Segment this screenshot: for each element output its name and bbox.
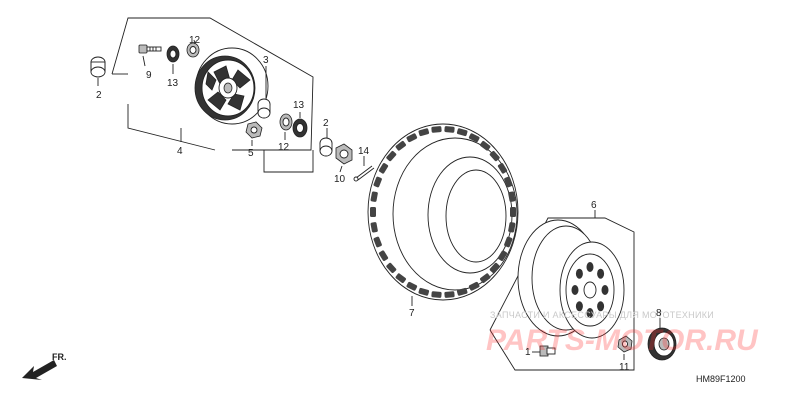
wheel-hub[interactable]	[180, 47, 269, 142]
callout-11: 11	[619, 362, 630, 373]
tread-block	[386, 151, 397, 162]
tread-block	[480, 273, 491, 284]
tread-block	[378, 163, 389, 174]
tread-block	[431, 126, 442, 133]
tread-block	[444, 291, 455, 298]
rim-hole	[601, 285, 609, 295]
tire[interactable]	[367, 123, 519, 306]
tread-block	[497, 250, 508, 261]
callout-4: 4	[177, 146, 183, 157]
tread-block	[395, 140, 406, 151]
tread-block	[504, 236, 513, 248]
callout-14: 14	[358, 146, 370, 157]
rim-hole	[597, 301, 605, 312]
tread-block	[468, 281, 480, 291]
tread-block	[508, 222, 516, 233]
tread-block	[489, 151, 500, 162]
tread-block	[406, 281, 418, 291]
rim-hole	[575, 301, 583, 312]
hub-nut[interactable]	[245, 121, 263, 146]
callout-1: 1	[525, 347, 531, 358]
seal-right[interactable]	[292, 112, 308, 138]
tread-block	[497, 163, 508, 174]
callout-6: 6	[591, 200, 597, 211]
tread-block	[480, 140, 491, 151]
callout-7: 7	[409, 308, 415, 319]
bearing-left[interactable]	[186, 39, 200, 58]
tread-block	[373, 176, 382, 188]
castle-nut[interactable]	[335, 143, 353, 173]
rim-hole	[571, 285, 579, 295]
callout-2-right: 2	[323, 118, 329, 129]
cotter-pin[interactable]	[353, 156, 375, 182]
tread-block	[373, 236, 382, 248]
callout-9: 9	[146, 70, 152, 81]
callout-10: 10	[334, 174, 346, 185]
tread-block	[370, 207, 376, 217]
callout-13-left: 13	[167, 78, 179, 89]
tire-valve[interactable]	[532, 345, 556, 357]
tread-block	[456, 128, 468, 137]
distance-collar[interactable]	[257, 66, 271, 119]
callout-8: 8	[656, 308, 662, 319]
seal-left[interactable]	[166, 45, 180, 74]
tread-block	[456, 287, 468, 296]
watermark-top-text: ЗАПЧАСТИ И АКСЕССУАРЫ ДЛЯ МОТОТЕХНИКИ	[490, 310, 714, 320]
hub-cap[interactable]	[647, 318, 677, 361]
watermark-brand: PARTS-MOTOR.RU	[486, 324, 759, 357]
front-direction-arrow: FR.	[22, 352, 67, 380]
wheel-rim[interactable]	[517, 219, 625, 339]
tread-block	[370, 191, 378, 202]
callout-5: 5	[248, 148, 254, 159]
rim-assembly-bracket	[489, 210, 635, 371]
wheel-nut[interactable]	[617, 335, 633, 360]
tread-block	[406, 133, 418, 143]
tread-block	[418, 128, 430, 137]
callout-12-left: 12	[189, 35, 201, 46]
callout-3: 3	[263, 55, 269, 66]
tread-block	[370, 222, 378, 233]
rim-hole	[597, 268, 605, 279]
tread-block	[468, 133, 480, 143]
tread-block	[510, 207, 516, 217]
tread-block	[504, 176, 513, 188]
collar-right[interactable]	[319, 128, 333, 157]
callout-12-right: 12	[278, 142, 290, 153]
tread-block	[508, 191, 516, 202]
callout-13-right: 13	[293, 100, 305, 111]
hub-assembly-bracket	[111, 17, 314, 173]
tread-block	[418, 287, 430, 296]
rim-hole	[586, 262, 594, 272]
tread-block	[386, 262, 397, 273]
hub-bolt[interactable]	[138, 44, 162, 67]
tread-block	[395, 273, 406, 284]
tread-block	[378, 250, 389, 261]
bearing-right[interactable]	[279, 113, 293, 140]
rim-hole	[575, 268, 583, 279]
callout-2-left: 2	[96, 90, 102, 101]
watermark: ЗАПЧАСТИ И АКСЕССУАРЫ ДЛЯ МОТОТЕХНИКИ PA…	[486, 310, 759, 357]
tread-block	[489, 262, 500, 273]
collar-left[interactable]	[90, 56, 106, 86]
tread-block	[431, 291, 442, 298]
tread-block	[444, 126, 455, 133]
direction-label: FR.	[52, 352, 67, 362]
diagram-code: HM89F1200	[696, 374, 746, 384]
rim-hole	[586, 308, 594, 318]
